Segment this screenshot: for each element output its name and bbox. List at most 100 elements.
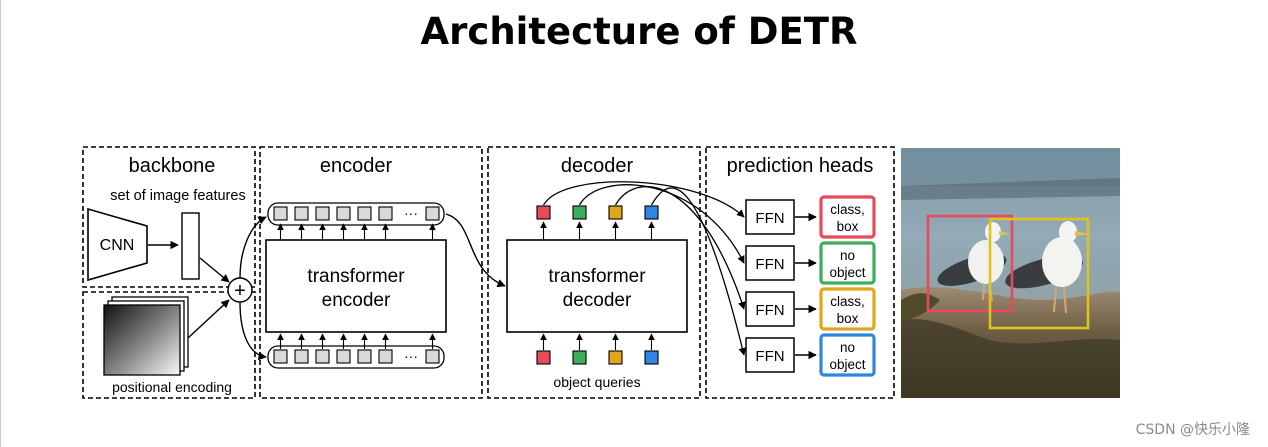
object-query-embedding (536, 350, 551, 365)
decoder-block-label-line1: transformer (548, 266, 646, 287)
encoder-input-token (315, 349, 330, 364)
detection-box-yellow (988, 217, 1090, 330)
decoder-output-embedding (608, 205, 623, 220)
encoder-input-token-cells (273, 349, 440, 364)
prediction-output-box (819, 195, 876, 239)
prediction-output-line1: class, (830, 294, 865, 309)
transformer-decoder-block (506, 239, 688, 333)
encoder-input-token (425, 349, 440, 364)
object-query-embedding (608, 350, 623, 365)
encoder-output-token (273, 206, 288, 221)
prediction-output-box (819, 287, 876, 331)
add-to-encoder-bottom-arrow (239, 301, 267, 361)
prediction-output-line2: box (837, 311, 859, 326)
cnn-block (87, 207, 148, 282)
prediction-output-line2: object (829, 357, 865, 372)
decoder-to-ffn-arrow (578, 184, 745, 264)
object-queries-label: object queries (553, 374, 640, 390)
decoder-to-ffn-arrow (650, 187, 747, 356)
photo-moss (901, 293, 940, 322)
page-title: Architecture of DETR (420, 10, 858, 53)
encoder-output-token (425, 206, 440, 221)
section-label-encoder: encoder (320, 155, 393, 177)
encoder-to-decoder-arrow (445, 213, 506, 288)
object-query-embedding (644, 350, 659, 365)
encoder-output-token (315, 206, 330, 221)
ffn-label: FFN (755, 256, 784, 273)
object-query-embeddings (536, 333, 659, 365)
prediction-output-line1: class, (830, 202, 865, 217)
ffn-block (745, 337, 795, 373)
transformer-encoder-block (265, 239, 447, 333)
section-label-decoder: decoder (561, 155, 634, 177)
backbone-section: backbone set of image features CNN posit… (82, 146, 267, 399)
encoder-input-tokens (267, 345, 445, 369)
section-label-backbone: backbone (129, 155, 216, 177)
prediction-output-line1: no (840, 340, 855, 355)
encoder-section: encoder transformer encoder ··· ··· (259, 146, 483, 399)
encoder-output-tokens (267, 202, 445, 226)
prediction-output-line2: box (837, 219, 859, 234)
prediction-output-box (819, 333, 876, 377)
encoder-input-token (357, 349, 372, 364)
encoder-input-token (294, 349, 309, 364)
decoder-output-embedding (536, 205, 551, 220)
add-to-encoder-input-arrow (239, 216, 267, 279)
photo-shoreline (901, 178, 1120, 200)
ffn-label: FFN (755, 348, 784, 365)
positional-encoding-label: positional encoding (112, 379, 232, 395)
features-to-add-arrow (199, 257, 230, 283)
prediction-heads-section: prediction heads FFNclass,boxFFNnoobject… (542, 146, 895, 399)
encoder-output-token (336, 206, 351, 221)
encoder-token-arrows (277, 223, 436, 349)
posenc-to-add-arrow (187, 299, 230, 339)
object-query-embedding (572, 350, 587, 365)
decoder-output-embedding (572, 205, 587, 220)
gull-right (1005, 221, 1090, 314)
encoder-input-token (378, 349, 393, 364)
ffn-label: FFN (755, 210, 784, 227)
prediction-output-line2: object (829, 265, 865, 280)
decoder-to-ffn-arrow (614, 185, 746, 310)
feature-map-bar (181, 212, 200, 280)
encoder-output-token (357, 206, 372, 221)
image-features-label: set of image features (110, 188, 245, 204)
encoder-block-label-line1: transformer (307, 266, 405, 287)
decoder-output-embedding (644, 205, 659, 220)
detection-box-red (926, 214, 1014, 313)
encoder-frame (259, 146, 483, 399)
decoder-block-label-line2: decoder (563, 290, 632, 311)
cnn-label: CNN (100, 237, 135, 254)
decoder-output-embeddings (536, 205, 659, 240)
backbone-top-frame (82, 146, 256, 288)
decoder-section: decoder transformer decoder object queri… (445, 146, 701, 399)
prediction-output-line1: no (840, 248, 855, 263)
decoder-to-ffn-arrows (542, 181, 747, 356)
positional-encoding-frame (82, 291, 256, 399)
pos-encoding-layer-1 (103, 304, 181, 376)
encoder-block-label-line2: encoder (322, 290, 391, 311)
decoder-frame (487, 146, 701, 399)
prediction-output-box (819, 241, 876, 285)
encoder-input-ellipsis: ··· (404, 348, 418, 364)
page-left-border (0, 0, 1, 447)
prediction-head-rows: FFNclass,boxFFNnoobjectFFNclass,boxFFNno… (745, 195, 876, 377)
add-operator-symbol: + (234, 280, 246, 302)
encoder-output-token (294, 206, 309, 221)
ffn-block (745, 291, 795, 327)
encoder-output-token (378, 206, 393, 221)
encoder-input-token (273, 349, 288, 364)
detection-result-image (901, 148, 1120, 398)
encoder-output-ellipsis: ··· (404, 205, 418, 221)
prediction-heads-frame (705, 146, 895, 399)
csdn-watermark: CSDN @快乐小隆 (1135, 422, 1250, 438)
ffn-block (745, 245, 795, 281)
photo-foreground-rocks (901, 319, 1120, 398)
ffn-block (745, 199, 795, 235)
section-label-prediction-heads: prediction heads (727, 155, 874, 177)
encoder-input-token (336, 349, 351, 364)
ffn-label: FFN (755, 302, 784, 319)
encoder-output-token-cells (273, 206, 440, 221)
decoder-to-ffn-arrow (542, 181, 745, 218)
